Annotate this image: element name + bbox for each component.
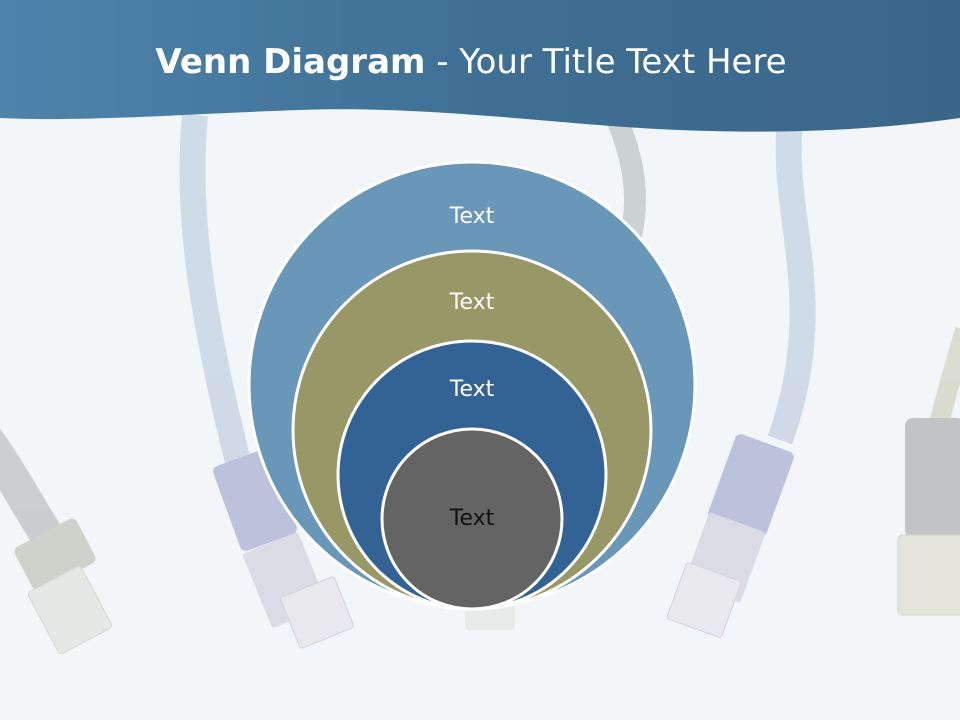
ring-second-label: Text [449, 290, 495, 315]
header-band [0, 0, 960, 132]
title-bold: Venn Diagram [155, 42, 426, 82]
ring-third-label: Text [449, 377, 495, 402]
ring-outer-label: Text [449, 204, 495, 229]
ring-inner [380, 427, 564, 611]
cable-left [0, 428, 113, 655]
ring-inner-label: Text [449, 506, 495, 531]
cable-fourth [666, 118, 816, 638]
cable-fifth [897, 327, 960, 616]
title-rest: - Your Title Text Here [425, 42, 787, 82]
slide-title: Venn Diagram - Your Title Text Here [0, 40, 942, 84]
